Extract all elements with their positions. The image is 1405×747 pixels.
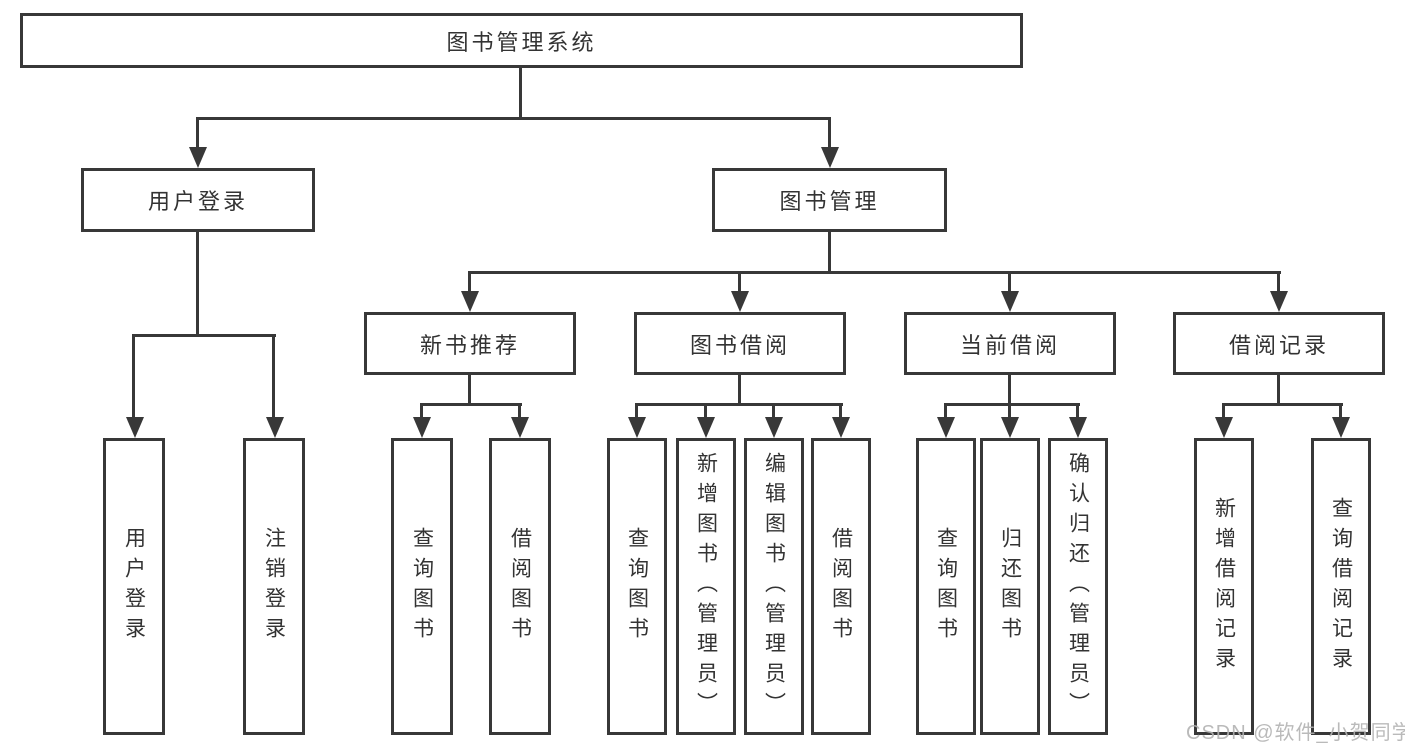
connector-arrow-line: [1008, 271, 1011, 293]
connector-group-hbar: [420, 403, 522, 406]
leaf-logout-label: 注销登录: [262, 526, 286, 647]
connector-arrow-line: [1277, 271, 1280, 293]
leaf-return-book-label: 归还图书: [998, 526, 1022, 647]
leaf-add-book-admin: 新增图书（管理员）: [676, 438, 736, 735]
node-user-login-label: 用户登录: [147, 189, 248, 214]
arrowhead-icon: [731, 291, 749, 312]
arrowhead-icon: [511, 417, 529, 438]
connector-arrow-line: [132, 334, 135, 418]
leaf-query-borrow-record: 查询借阅记录: [1311, 438, 1371, 735]
arrowhead-icon: [1270, 291, 1288, 312]
leaf-add-borrow-record: 新增借阅记录: [1194, 438, 1254, 735]
connector-arrow-line: [738, 271, 741, 293]
connector-stem: [468, 375, 471, 405]
arrowhead-icon: [821, 147, 839, 168]
leaf-query-books-recommend: 查询图书: [391, 438, 453, 735]
leaf-borrow-books-recommend-label: 借阅图书: [508, 526, 532, 647]
connector-arrow-line: [944, 403, 947, 419]
leaf-borrow-books-label: 借阅图书: [829, 526, 853, 647]
connector-arrow-line: [518, 403, 521, 419]
node-new-book-recommend-label: 新书推荐: [419, 332, 520, 358]
leaf-confirm-return-admin: 确认归还（管理员）: [1048, 438, 1108, 735]
leaf-return-book: 归还图书: [980, 438, 1040, 735]
arrowhead-icon: [266, 417, 284, 438]
leaf-edit-book-admin-label: 编辑图书（管理员）: [762, 451, 786, 722]
leaf-query-books-recommend-label: 查询图书: [410, 526, 434, 647]
connector-arrow-line: [468, 271, 471, 293]
node-book-borrow: 图书借阅: [634, 312, 846, 375]
node-library-system-label: 图书管理系统: [446, 29, 597, 55]
leaf-add-book-admin-label: 新增图书（管理员）: [694, 451, 718, 722]
connector-arrow-line: [635, 403, 638, 419]
connector-arrow-line: [420, 403, 423, 419]
leaf-logout: 注销登录: [243, 438, 305, 735]
connector-arrow-line: [1222, 403, 1225, 419]
arrowhead-icon: [189, 147, 207, 168]
leaf-query-borrow-record-label: 查询借阅记录: [1329, 496, 1353, 677]
connector-login-hbar: [133, 334, 276, 337]
arrowhead-icon: [832, 417, 850, 438]
connector-stem: [1008, 375, 1011, 405]
arrowhead-icon: [937, 417, 955, 438]
leaf-user-login: 用户登录: [103, 438, 165, 735]
node-book-management: 图书管理: [712, 168, 947, 232]
arrowhead-icon: [1001, 417, 1019, 438]
arrowhead-icon: [1001, 291, 1019, 312]
node-user-login: 用户登录: [81, 168, 315, 232]
node-borrow-records: 借阅记录: [1173, 312, 1385, 375]
node-library-system: 图书管理系统: [20, 13, 1023, 68]
arrowhead-icon: [413, 417, 431, 438]
leaf-edit-book-admin: 编辑图书（管理员）: [744, 438, 804, 735]
connector-arrow-line: [1008, 403, 1011, 419]
arrowhead-icon: [1069, 417, 1087, 438]
connector-group-hbar: [944, 403, 1080, 406]
connector-group-hbar: [1222, 403, 1343, 406]
connector-stem: [1277, 375, 1280, 405]
connector-root-hbar: [197, 117, 831, 120]
connector-arrow-line: [839, 403, 842, 419]
arrowhead-icon: [628, 417, 646, 438]
leaf-borrow-books: 借阅图书: [811, 438, 871, 735]
connector-management-stem: [828, 232, 831, 273]
node-borrow-records-label: 借阅记录: [1228, 332, 1329, 358]
arrowhead-icon: [461, 291, 479, 312]
node-book-borrow-label: 图书借阅: [689, 332, 790, 358]
arrowhead-icon: [765, 417, 783, 438]
connector-arrow-line: [704, 403, 707, 419]
connector-stem: [738, 375, 741, 405]
node-book-management-label: 图书管理: [779, 189, 880, 214]
leaf-query-books-borrow-label: 查询图书: [625, 526, 649, 647]
leaf-confirm-return-admin-label: 确认归还（管理员）: [1066, 451, 1090, 722]
leaf-query-books-borrow: 查询图书: [607, 438, 667, 735]
node-current-borrow-label: 当前借阅: [959, 332, 1060, 358]
leaf-query-books-current-label: 查询图书: [934, 526, 958, 647]
leaf-borrow-books-recommend: 借阅图书: [489, 438, 551, 735]
arrowhead-icon: [1332, 417, 1350, 438]
connector-root-stem: [519, 68, 522, 118]
connector-arrow-line: [272, 334, 275, 418]
leaf-user-login-label: 用户登录: [122, 526, 146, 647]
node-new-book-recommend: 新书推荐: [364, 312, 576, 375]
connector-arrow-line: [828, 117, 831, 149]
connector-arrow-line: [1076, 403, 1079, 419]
connector-level3-hbar: [468, 271, 1281, 274]
connector-arrow-line: [196, 117, 199, 149]
csdn-watermark: CSDN @软件_小贺同学: [1186, 722, 1405, 744]
connector-arrow-line: [772, 403, 775, 419]
arrowhead-icon: [126, 417, 144, 438]
leaf-query-books-current: 查询图书: [916, 438, 976, 735]
arrowhead-icon: [697, 417, 715, 438]
arrowhead-icon: [1215, 417, 1233, 438]
leaf-add-borrow-record-label: 新增借阅记录: [1212, 496, 1236, 677]
node-current-borrow: 当前借阅: [904, 312, 1116, 375]
connector-login-stem: [196, 232, 199, 336]
connector-group-hbar: [635, 403, 843, 406]
connector-arrow-line: [1339, 403, 1342, 419]
